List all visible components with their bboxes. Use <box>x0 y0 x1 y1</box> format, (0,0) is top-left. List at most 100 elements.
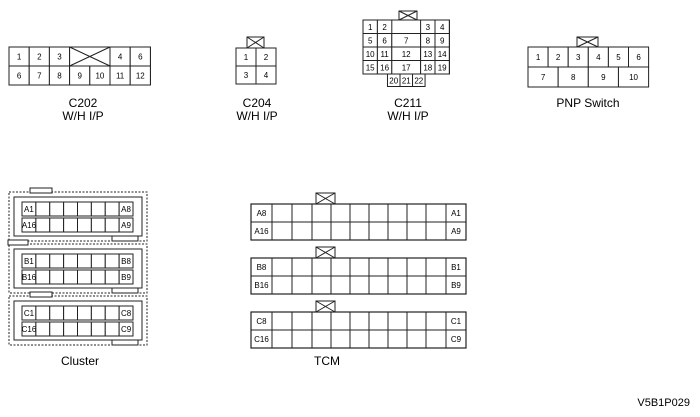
tcm-block-2-pin-label: B8 <box>257 263 267 272</box>
pnp-pin-label: 8 <box>571 73 576 82</box>
tcm-block-3-cell <box>311 329 332 349</box>
cluster-block-1-pin-label: A8 <box>121 205 131 214</box>
tcm-caption: TCM <box>297 355 357 368</box>
c211-pin-label: 4 <box>440 23 445 32</box>
pnp-pin-label: 10 <box>629 73 638 82</box>
tcm-block-2-housing <box>250 257 467 295</box>
cluster-block-1-pin-label: A1 <box>24 205 34 214</box>
tcm-block-2-cell <box>387 257 408 277</box>
c204-pin-label: 2 <box>264 53 269 62</box>
cluster-block-3-cell <box>63 305 78 321</box>
tcm-block-1-pin-label: A9 <box>451 227 461 236</box>
tcm-block-3-cell <box>271 311 293 331</box>
tcm-block-3-cell <box>425 329 447 349</box>
c202-pin-label: 10 <box>95 72 104 81</box>
tcm-block-1-cell <box>349 203 370 223</box>
tcm-block-3-cell <box>368 329 389 349</box>
tcm-block-2-cell <box>406 257 427 277</box>
tcm-block-2-cell <box>349 275 370 295</box>
c202-pin-label: 11 <box>116 72 125 81</box>
c211-location: W/H I/P <box>387 109 429 123</box>
tcm-block-1-cell <box>291 203 313 223</box>
cluster-block-1-cell <box>90 217 106 233</box>
c211-pin-label: 2 <box>382 23 387 32</box>
cluster-block-1-cell <box>63 217 78 233</box>
tcm-block-3-cell <box>406 329 427 349</box>
c202-pin-label: 1 <box>17 53 22 62</box>
cluster-block-3-cell <box>90 321 106 337</box>
c211-pin-label: 16 <box>380 63 389 72</box>
cluster-block-2-cell <box>77 269 92 285</box>
tcm-block-1-cell <box>349 221 370 241</box>
cluster-block-1-cell <box>118 201 134 217</box>
c202-pin-label: 4 <box>118 53 123 62</box>
tcm-block-1-cell <box>387 203 408 223</box>
c211-pin-label: 20 <box>389 76 398 85</box>
cluster-block-3-cell <box>35 305 51 321</box>
c204-caption: C204 W/H I/P <box>222 97 292 123</box>
tcm-block-1-cell <box>387 221 408 241</box>
tcm-block-1-cell <box>368 221 389 241</box>
cluster-block-1-cell <box>118 217 134 233</box>
cluster-block-3-pin-label: C1 <box>24 309 35 318</box>
c202-location: W/H I/P <box>62 109 104 123</box>
tcm-block-1-cell <box>425 221 447 241</box>
tcm-block-1-housing <box>250 203 467 241</box>
c202-pin-label: 12 <box>136 72 145 81</box>
tcm-block-1-pin-label: A16 <box>254 227 269 236</box>
tcm-block-1-cell <box>406 221 427 241</box>
c211-pin-label: 7 <box>404 36 409 45</box>
tcm-block-2-cell <box>291 257 313 277</box>
tcm-block-3-cell <box>368 311 389 331</box>
cluster-block-1-cell <box>77 201 92 217</box>
cluster-block-2-cell <box>49 269 65 285</box>
cluster-block-3-cell <box>118 321 134 337</box>
pnp-pin-label: 6 <box>636 53 641 62</box>
cluster-block-1-pin-label: A9 <box>121 221 131 230</box>
cluster-block-3-tab-bottom <box>111 339 139 346</box>
c211-pin-label: 1 <box>368 23 373 32</box>
pnp-pin-label: 4 <box>596 53 601 62</box>
tcm-block-2-pin-label: B1 <box>451 263 461 272</box>
tcm-block-2-cell <box>349 257 370 277</box>
c211-pin-label: 15 <box>366 63 375 72</box>
c211-pin-label: 6 <box>382 36 387 45</box>
cluster-block-1-tab-bottom <box>111 235 139 242</box>
cluster-block-1-cell <box>104 201 120 217</box>
c204-key-x2 <box>246 36 265 49</box>
cluster-block-3-cell <box>118 305 134 321</box>
tcm-block-2-cell <box>425 257 447 277</box>
cluster-block-1-cell <box>35 201 51 217</box>
cluster-block-1-cell <box>35 217 51 233</box>
c211-name: C211 <box>394 96 422 110</box>
cluster-block-3-cell <box>63 321 78 337</box>
tcm-block-1-pin-label: A8 <box>257 209 267 218</box>
cluster-block-2-cell <box>90 253 106 269</box>
cluster-block-3-pin-label: C9 <box>121 325 132 334</box>
c202-pin-label: 7 <box>37 72 42 81</box>
cluster-block-2-cell <box>104 253 120 269</box>
pnp-cell <box>617 66 650 88</box>
cluster-block-2-cell <box>90 269 106 285</box>
tcm-block-2-cell <box>330 257 351 277</box>
tcm-block-1-cell <box>330 221 351 241</box>
cluster-block-3-cell <box>35 321 51 337</box>
tcm-block-3-pin-label: C8 <box>256 317 267 326</box>
tcm-block-3-cell <box>349 329 370 349</box>
cluster-caption: Cluster <box>50 355 110 368</box>
tcm-name: TCM <box>314 354 340 368</box>
tcm-block-1-cell <box>271 221 293 241</box>
tcm-block-3-cell <box>387 329 408 349</box>
tcm-block-1-cell <box>311 203 332 223</box>
tcm-block-2-cell <box>271 275 293 295</box>
cluster-block-1-cell <box>63 201 78 217</box>
cluster-block-1-inner <box>13 196 143 237</box>
tcm-block-2-cell <box>291 275 313 295</box>
cluster-block-3-inner <box>13 300 143 341</box>
cluster-block-3-cell <box>104 321 120 337</box>
cluster-block-1-cell <box>90 201 106 217</box>
c211-pin-label: 19 <box>438 63 447 72</box>
tcm-block-3-cell <box>271 329 293 349</box>
c202-caption: C202 W/H I/P <box>48 97 118 123</box>
